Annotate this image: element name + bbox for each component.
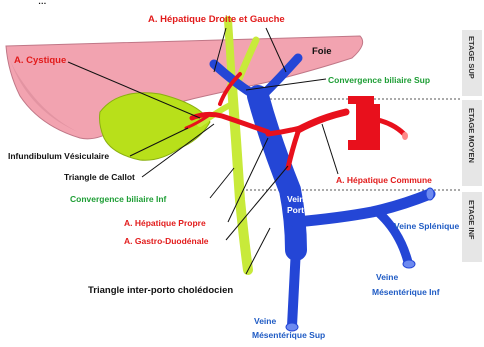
etage-moyen-label: ETAGE MOYEN [467,108,476,163]
inferior-mesenteric-vein [378,212,408,262]
leader-convergence-inf [210,168,234,198]
gastroduodenal-artery [288,132,298,168]
label-triangle-inter-porto: Triangle inter-porto cholédocien [88,285,233,296]
label-hepatique-propre: A. Hépatique Propre [124,218,206,228]
label-foie: Foie [312,46,332,57]
etage-tabs: ETAGE SUP ETAGE MOYEN ETAGE INF [462,30,482,262]
label-mesenterique-sup-2: Mésentérique Sup [252,330,325,340]
common-hepatic-artery [298,112,346,130]
label-hepatique-droite-gauche: A. Hépatique Droite et Gauche [148,14,285,25]
celiac-trunk [348,96,380,150]
splenic-vein [296,194,430,222]
etage-sup-label: ETAGE SUP [467,36,476,79]
common-bile-duct [232,86,248,270]
portal-trunk [258,96,296,250]
label-veine-porte-1: Veine [287,194,309,204]
label-hepatique-commune: A. Hépatique Commune [336,175,432,185]
label-infundibulum: Infundibulum Vésiculaire [8,151,109,161]
gallbladder [100,93,211,160]
leader-hepatique-commune [322,124,338,174]
etage-inf-label: ETAGE INF [467,200,476,240]
label-triangle-callot: Triangle de Callot [64,172,135,182]
superior-mesenteric-vein [292,248,296,326]
label-convergence-inf: Convergence biliaire Inf [70,194,167,204]
splenic-vein-end [426,188,434,200]
label-mesenterique-inf-1: Veine [376,272,398,282]
label-gastro-duodenale: A. Gastro-Duodénale [124,236,209,246]
label-cystique: A. Cystique [14,55,66,66]
label-mesenterique-sup-1: Veine [254,316,276,326]
inferior-mesenteric-vein-end [403,260,415,268]
label-veine-porte-2: Porte [287,205,309,215]
splenic-artery-end [402,132,408,140]
label-veine-splenique: Veine Splénique [394,221,459,231]
label-convergence-sup: Convergence biliaire Sup [328,75,430,85]
label-mesenterique-inf-2: Mésentérique Inf [372,287,440,297]
header-text: … [38,0,47,6]
splenic-artery [378,120,404,134]
